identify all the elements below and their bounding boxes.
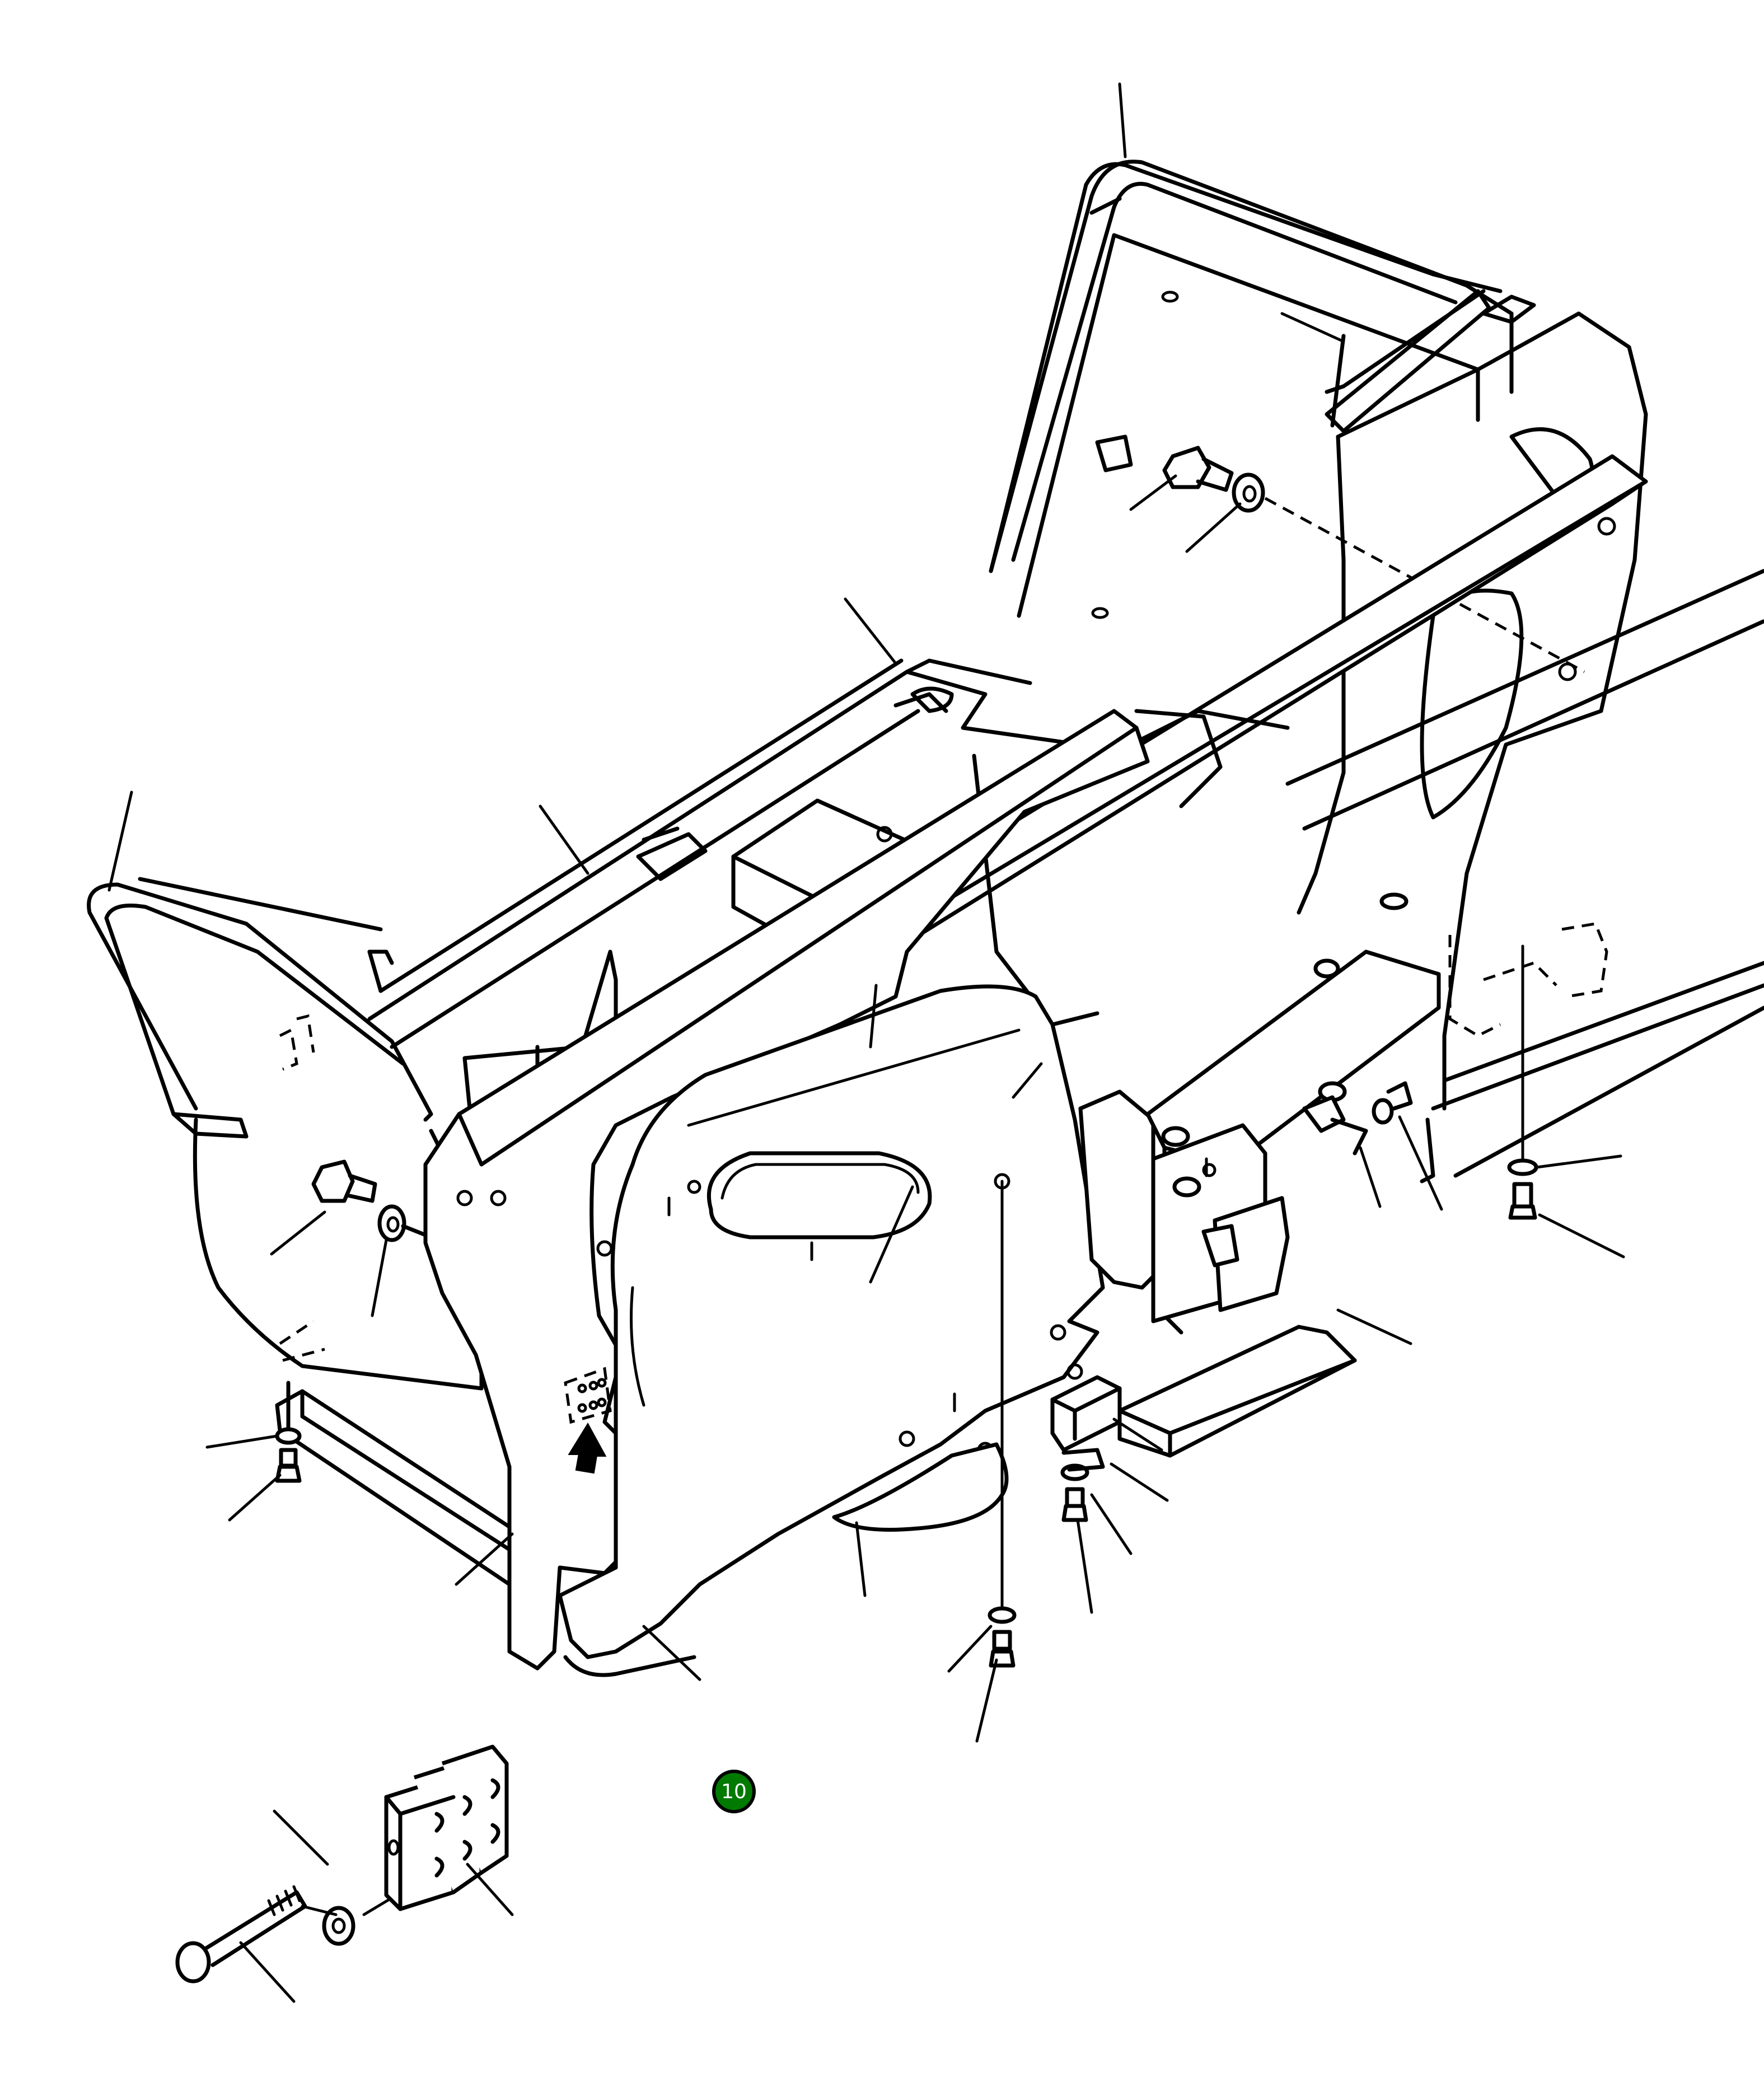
leader-line-right-washer[interactable] xyxy=(1535,1154,1622,1169)
leader-line-front-washer[interactable] xyxy=(1090,1493,1133,1555)
leader-line-kit-washer[interactable] xyxy=(273,1809,329,1866)
leader-line-kit-block[interactable] xyxy=(466,1863,514,1916)
fastener-stacks xyxy=(275,892,1538,1668)
leader-line-base-rail[interactable] xyxy=(1336,1308,1412,1345)
bolt-kit xyxy=(175,1744,509,1984)
left-bolt-assembly xyxy=(311,1159,433,1242)
leader-line-left-rail[interactable] xyxy=(539,804,589,875)
seat-back-panel xyxy=(989,160,1536,619)
left-hoop-frame xyxy=(87,877,433,1139)
callout-badge-label: 10 xyxy=(721,1780,747,1803)
up-arrow-icon xyxy=(568,1423,607,1474)
seat-top-trim xyxy=(989,162,1503,573)
right-side-plate xyxy=(1297,311,1648,1111)
leader-line-kit-bolt[interactable] xyxy=(239,1941,296,2003)
connector-block xyxy=(564,1367,612,1424)
leader-line-mid-frame[interactable] xyxy=(869,984,878,1049)
leader-line-right-bolt[interactable] xyxy=(1538,1213,1625,1259)
leader-line-oval-seal[interactable] xyxy=(869,1185,914,1284)
leader-line-seat-pad[interactable] xyxy=(1280,312,1345,343)
leader-line-left-washer[interactable] xyxy=(371,1238,388,1317)
leader-line-upper-rail[interactable] xyxy=(844,597,897,665)
leader-line-bracket-stud[interactable] xyxy=(1012,1062,1043,1099)
leader-line-front-nut[interactable] xyxy=(1076,1518,1093,1614)
bumper-block xyxy=(1050,1375,1122,1452)
leader-line-seat-washer[interactable] xyxy=(1185,502,1242,553)
leader-line-tower-washer[interactable] xyxy=(1359,1146,1382,1208)
center-floor-frame xyxy=(367,658,1290,1049)
right-lower-rails xyxy=(1285,569,1764,1178)
leader-line-left-lower-rail[interactable] xyxy=(455,1532,514,1586)
right-tower-bracket xyxy=(1078,949,1441,1335)
leader-line-clip[interactable] xyxy=(1110,1462,1169,1502)
callout-badge[interactable]: 10 xyxy=(712,1770,756,1813)
left-upper-rail xyxy=(367,658,904,993)
leader-line-left-bolt[interactable] xyxy=(270,1210,326,1256)
leader-line-center-nut[interactable] xyxy=(975,1658,998,1743)
leader-line-under-dish[interactable] xyxy=(855,1521,867,1597)
leader-line-left-nut[interactable] xyxy=(228,1473,282,1522)
leader-line-tower-bolt[interactable] xyxy=(1398,1115,1443,1211)
right-base-rail xyxy=(1117,1325,1357,1458)
small-clip-bracket xyxy=(1302,1081,1435,1184)
leader-lines[interactable] xyxy=(107,82,1625,2003)
leader-line-left-washer-lower[interactable] xyxy=(205,1434,279,1449)
leader-line-left-hoop[interactable] xyxy=(107,790,133,892)
leader-line-floor-plate[interactable] xyxy=(642,1625,701,1681)
leader-line-seat-trim[interactable] xyxy=(1118,82,1127,158)
leader-line-bumper[interactable] xyxy=(1112,1418,1163,1452)
leader-line-center-washer[interactable] xyxy=(947,1625,993,1673)
leader-line-seat-bolt[interactable] xyxy=(1129,474,1177,511)
floor-plate xyxy=(558,984,1105,1677)
